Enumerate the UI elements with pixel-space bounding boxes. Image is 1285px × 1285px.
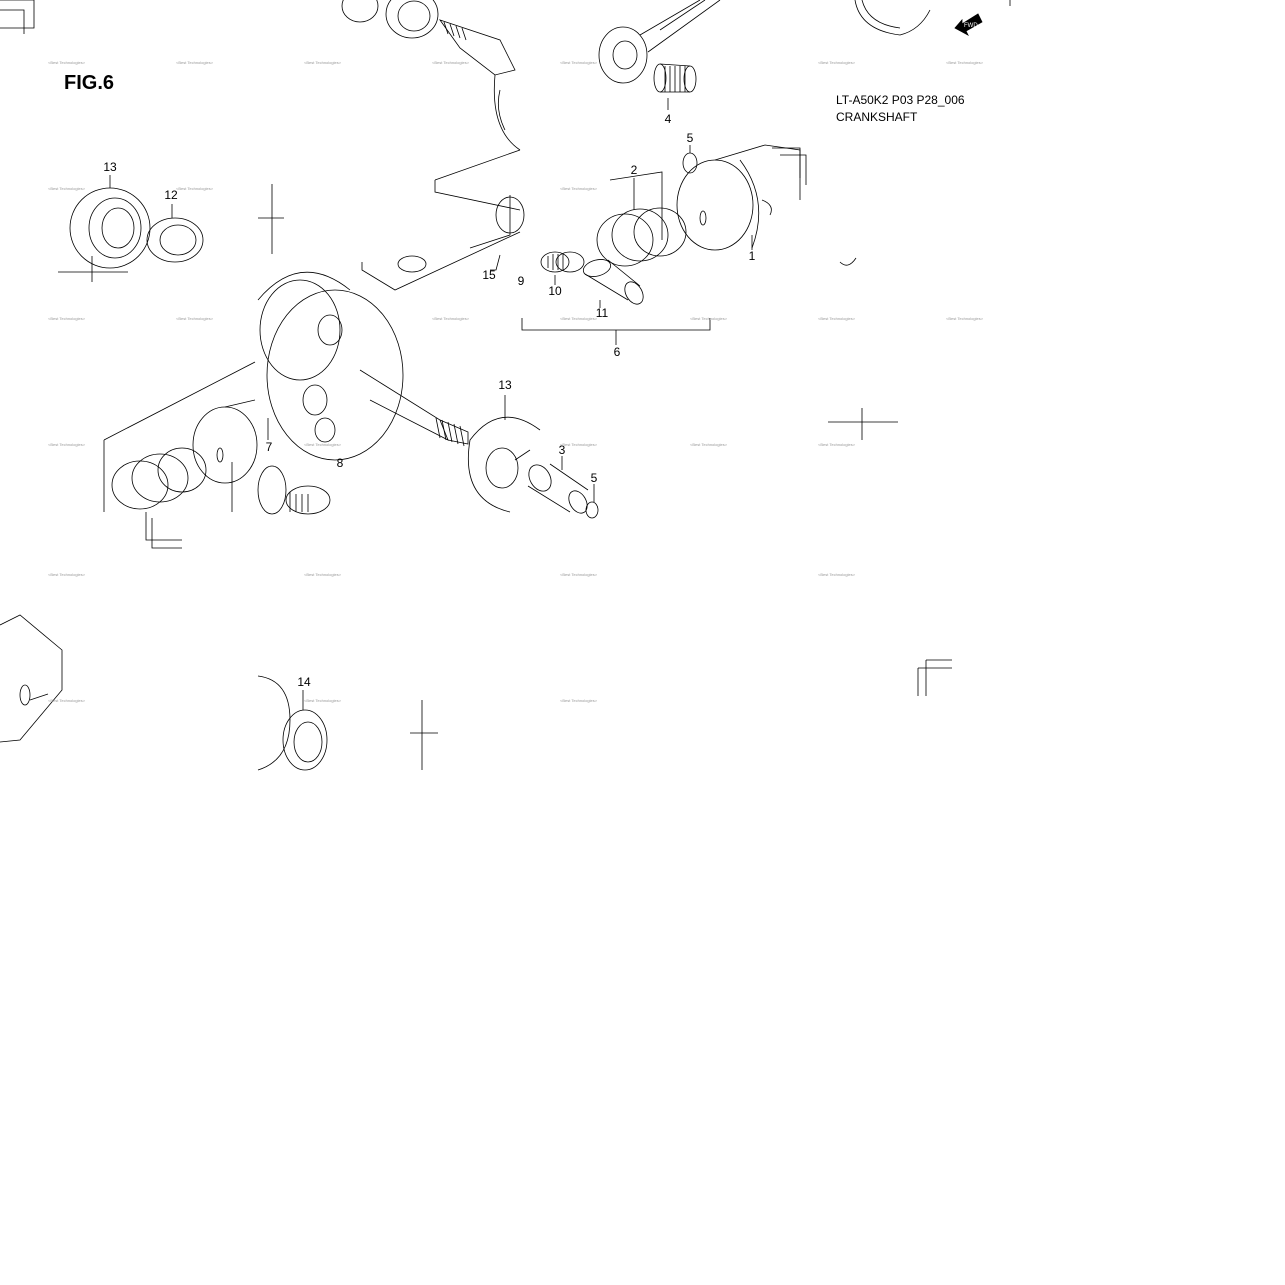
watermark: <Best Technologies> <box>560 442 598 447</box>
callout-14: 14 <box>297 675 311 689</box>
watermark: <Best Technologies> <box>946 316 984 321</box>
callout-9: 9 <box>517 274 525 288</box>
watermark: <Best Technologies> <box>560 572 598 577</box>
fwd-arrow-icon: FWD <box>954 13 983 36</box>
circlip-part-5-top <box>682 145 698 174</box>
watermark: <Best Technologies> <box>818 316 856 321</box>
piston-rings-part-2 <box>596 171 687 267</box>
watermark: <Best Technologies> <box>432 316 470 321</box>
needle-bearing-part-10 <box>540 251 585 285</box>
corner-frame-bottom-right <box>917 659 952 696</box>
model-code: LT-A50K2 P03 P28_006 <box>836 93 965 107</box>
callout-2: 2 <box>630 163 638 177</box>
corner-frame-top-left <box>0 0 35 34</box>
watermark: <Best Technologies> <box>818 572 856 577</box>
bracket-mark-right <box>772 147 807 185</box>
watermark: <Best Technologies> <box>560 698 598 703</box>
watermark: <Best Technologies> <box>304 698 342 703</box>
needle-bearing-lower <box>257 465 331 515</box>
top-right-ring <box>854 0 1011 36</box>
needle-bearing-part-4 <box>653 63 697 110</box>
kit-bracket-part-6 <box>521 318 711 345</box>
watermark: <Best Technologies> <box>818 442 856 447</box>
watermark: <Best Technologies> <box>560 316 598 321</box>
callout-7: 7 <box>265 440 273 454</box>
oil-seal-part-12 <box>146 204 204 263</box>
watermark: <Best Technologies> <box>818 60 856 65</box>
piston-top <box>676 144 801 251</box>
callout-13-right: 13 <box>498 378 512 392</box>
figure-title: FIG.6 <box>64 72 115 94</box>
piston-fragment-bottom-left <box>0 614 63 743</box>
small-clip-right <box>839 257 857 266</box>
watermark: <Best Technologies> <box>304 572 342 577</box>
top-bearing-assembly <box>341 0 521 151</box>
callout-6: 6 <box>613 345 621 359</box>
lower-crank-outline <box>103 361 256 512</box>
watermark: <Best Technologies> <box>432 60 470 65</box>
watermark: <Best Technologies> <box>304 442 342 447</box>
section-name: CRANKSHAFT <box>836 110 918 124</box>
circlip-part-5-lower <box>585 484 599 519</box>
watermark: <Best Technologies> <box>176 316 214 321</box>
watermark: <Best Technologies> <box>48 60 86 65</box>
callout-1: 1 <box>748 249 756 263</box>
callout-15: 15 <box>482 268 496 282</box>
watermark: <Best Technologies> <box>690 442 728 447</box>
crankshaft-main <box>257 271 469 461</box>
callout-5-top: 5 <box>686 131 694 145</box>
watermark: <Best Technologies> <box>48 442 86 447</box>
watermark: <Best Technologies> <box>48 698 86 703</box>
watermark: <Best Technologies> <box>560 186 598 191</box>
piston-pin-part-3 <box>527 456 589 514</box>
piston-part-7 <box>192 399 269 484</box>
watermark: <Best Technologies> <box>560 60 598 65</box>
upper-crank-outline <box>361 89 525 291</box>
callout-13-left: 13 <box>103 160 117 174</box>
watermark: <Best Technologies> <box>48 316 86 321</box>
crosshair-bottom <box>410 700 438 770</box>
bearing-part-13-right <box>467 395 541 513</box>
watermark: <Best Technologies> <box>176 186 214 191</box>
watermark: <Best Technologies> <box>304 60 342 65</box>
watermark: <Best Technologies> <box>690 316 728 321</box>
callout-4: 4 <box>664 112 672 126</box>
watermark: <Best Technologies> <box>176 60 214 65</box>
crosshair-left <box>58 184 284 282</box>
corner-frame-bottom-left <box>145 512 182 549</box>
callout-5-lower: 5 <box>590 471 598 485</box>
crosshair-right <box>828 408 898 440</box>
fwd-label: FWD <box>964 23 978 29</box>
watermark: <Best Technologies> <box>48 572 86 577</box>
callout-8: 8 <box>336 456 344 470</box>
watermark: <Best Technologies> <box>946 60 984 65</box>
bearing-part-13-left <box>69 175 151 269</box>
callout-10: 10 <box>548 284 562 298</box>
connecting-rod <box>598 0 721 84</box>
piston-rings-lower <box>111 447 207 510</box>
callout-3: 3 <box>558 443 566 457</box>
piston-pin-part-11 <box>582 259 644 308</box>
callout-12: 12 <box>164 188 178 202</box>
callout-11: 11 <box>595 306 609 320</box>
watermark: <Best Technologies> <box>48 186 86 191</box>
bearing-part-14 <box>257 675 328 771</box>
